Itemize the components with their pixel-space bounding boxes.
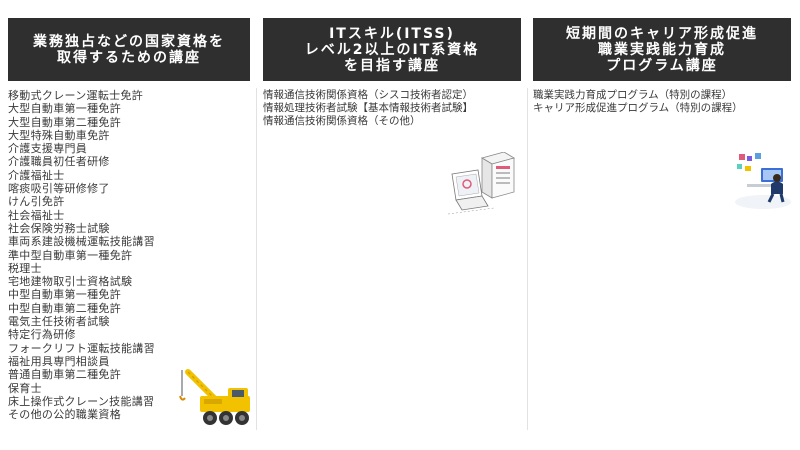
list-item: 宅地建物取引士資格試験 xyxy=(8,275,133,289)
column-header: 短期間のキャリア形成促進 職業実践能力育成 プログラム講座 xyxy=(533,18,791,81)
column-header: 業務独占などの国家資格を 取得するための講座 xyxy=(8,18,250,81)
list-item: 情報通信技術関係資格（シスコ技術者認定） xyxy=(263,89,473,101)
column-header: ITスキル(ITSS) レベル2以上のIT系資格 を目指す講座 xyxy=(263,18,521,81)
list-item: 大型自動車第一種免許 xyxy=(8,102,121,116)
list-item: 情報処理技術者試験【基本情報技術者試験】 xyxy=(263,102,473,114)
list-item: 大型特殊自動車免許 xyxy=(8,128,110,142)
list-item: けん引免許 xyxy=(8,195,65,209)
list-item: 喀痰吸引等研修修了 xyxy=(8,182,110,196)
list-item: 電気主任技術者試験 xyxy=(8,315,110,329)
list-item: 情報通信技術関係資格（その他） xyxy=(263,115,421,127)
qualification-list: 情報通信技術関係資格（シスコ技術者認定） 情報処理技術者試験【基本情報技術者試験… xyxy=(263,89,521,128)
list-item: 床上操作式クレーン技能講習 xyxy=(8,394,155,408)
career-program-column: 短期間のキャリア形成促進 職業実践能力育成 プログラム講座 職業実践力育成プログ… xyxy=(533,18,791,430)
list-item: 中型自動車第一種免許 xyxy=(8,288,121,302)
list-item: 特定行為研修 xyxy=(8,328,76,342)
crane-truck-icon xyxy=(179,369,250,425)
office-workers-icon xyxy=(735,153,791,209)
list-item: 中型自動車第二種免許 xyxy=(8,301,121,315)
column-divider xyxy=(256,88,257,430)
list-item: 介護職員初任者研修 xyxy=(8,155,110,169)
it-skill-column: ITスキル(ITSS) レベル2以上のIT系資格 を目指す講座 情報通信技術関係… xyxy=(263,18,521,430)
list-item: 車両系建設機械運転技能講習 xyxy=(8,235,155,249)
list-item: その他の公的職業資格 xyxy=(8,408,121,422)
list-item: 社会福祉士 xyxy=(8,208,65,222)
list-item: 職業実践力育成プログラム（特別の課程） xyxy=(533,89,733,101)
list-item: フォークリフト運転技能講習 xyxy=(8,341,155,355)
list-item: 福祉用具専門相談員 xyxy=(8,354,110,368)
list-item: 移動式クレーン運転士免許 xyxy=(8,89,144,102)
qualification-list: 移動式クレーン運転士免許 大型自動車第一種免許 大型自動車第二種免許 大型特殊自… xyxy=(8,89,250,421)
list-item: 普通自動車第二種免許 xyxy=(8,368,121,382)
list-item: 社会保険労務士試験 xyxy=(8,221,110,235)
list-item: 準中型自動車第一種免許 xyxy=(8,248,133,262)
computer-server-icon xyxy=(448,152,516,215)
qualification-list: 職業実践力育成プログラム（特別の課程） キャリア形成促進プログラム（特別の課程） xyxy=(533,89,791,115)
national-qualification-column: 業務独占などの国家資格を 取得するための講座 移動式クレーン運転士免許 大型自動… xyxy=(8,18,250,430)
list-item: キャリア形成促進プログラム（特別の課程） xyxy=(533,102,743,114)
list-item: 介護支援専門員 xyxy=(8,142,88,156)
list-item: 大型自動車第二種免許 xyxy=(8,115,121,129)
list-item: 保育士 xyxy=(8,381,42,395)
list-item: 介護福祉士 xyxy=(8,168,65,182)
column-divider xyxy=(527,88,528,430)
list-item: 税理士 xyxy=(8,261,42,275)
